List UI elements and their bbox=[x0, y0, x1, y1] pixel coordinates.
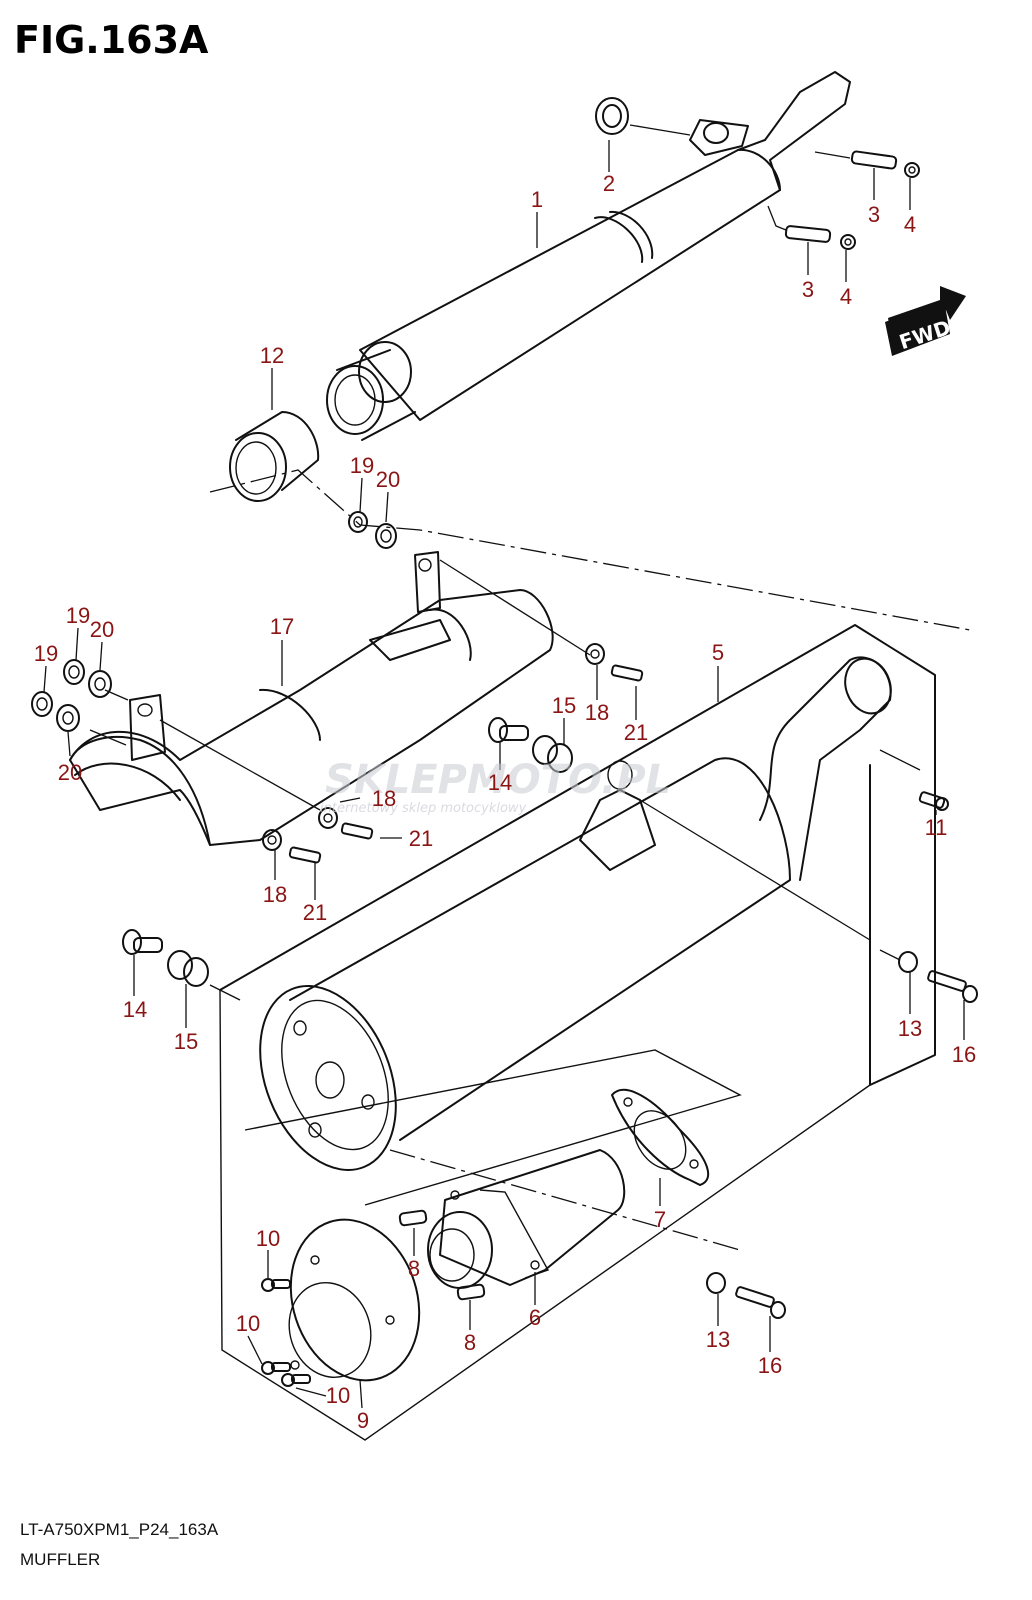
callout-21b: 21 bbox=[409, 826, 433, 851]
watermark: SKLEPMOTO.PL internetowy sklep motocyklo… bbox=[320, 757, 671, 816]
part-gasket-7 bbox=[611, 1089, 710, 1186]
part-heat-shield-17 bbox=[69, 551, 591, 846]
washer-13-bolt-16-upper bbox=[898, 951, 978, 1003]
bolt-11 bbox=[918, 791, 949, 811]
callout-5: 5 bbox=[712, 640, 724, 665]
figure-title: FIG.163A bbox=[14, 18, 209, 62]
part-studs-and-nuts bbox=[767, 150, 920, 250]
callout-2: 2 bbox=[603, 171, 615, 196]
callout-12: 12 bbox=[260, 343, 284, 368]
callout-18b: 18 bbox=[372, 786, 396, 811]
callout-15a: 15 bbox=[552, 693, 576, 718]
part-end-cap-9 bbox=[288, 1218, 421, 1382]
watermark-tagline: internetowy sklep motocyklowy bbox=[320, 801, 527, 816]
callout-21a: 21 bbox=[624, 720, 648, 745]
callout-15b: 15 bbox=[174, 1029, 198, 1054]
forward-direction-badge: FWD bbox=[885, 286, 966, 356]
callout-18c: 18 bbox=[263, 882, 287, 907]
callout-18a: 18 bbox=[585, 700, 609, 725]
callout-11: 11 bbox=[925, 815, 948, 840]
callout-14a: 14 bbox=[488, 770, 512, 795]
callout-8a: 8 bbox=[408, 1256, 420, 1281]
figure-code: LT-A750XPM1_P24_163A bbox=[20, 1520, 219, 1539]
grommets-14-15 bbox=[122, 717, 573, 987]
callout-6: 6 bbox=[529, 1305, 541, 1330]
figure-name: MUFFLER bbox=[20, 1550, 101, 1569]
part-sleeve-12 bbox=[229, 411, 320, 502]
callout-9: 9 bbox=[357, 1408, 369, 1433]
part-exhaust-pipe-1 bbox=[326, 71, 851, 441]
callout-20a: 20 bbox=[376, 467, 400, 492]
washers-and-bolts-18-21 bbox=[262, 643, 644, 864]
callout-4b: 4 bbox=[840, 284, 852, 309]
callout-16b: 16 bbox=[758, 1353, 782, 1378]
callout-10b: 10 bbox=[236, 1311, 260, 1336]
part-muffler-5 bbox=[259, 656, 921, 1171]
callout-14b: 14 bbox=[123, 997, 147, 1022]
screws-10 bbox=[261, 1278, 311, 1387]
callout-19a: 19 bbox=[350, 453, 374, 478]
callout-17: 17 bbox=[270, 614, 294, 639]
callout-3a: 3 bbox=[868, 202, 880, 227]
callout-8b: 8 bbox=[464, 1330, 476, 1355]
callout-13a: 13 bbox=[898, 1016, 922, 1041]
callout-10c: 10 bbox=[326, 1383, 350, 1408]
callout-16a: 16 bbox=[952, 1042, 976, 1067]
callout-numbers: 1 2 3 4 3 4 12 19 20 19 20 19 20 17 5 18… bbox=[34, 171, 976, 1433]
callout-19c: 19 bbox=[34, 641, 58, 666]
washers-upper bbox=[348, 511, 397, 549]
callout-19b: 19 bbox=[66, 603, 90, 628]
watermark-brand: SKLEPMOTO.PL bbox=[325, 757, 671, 803]
washer-13-bolt-16-lower bbox=[706, 1272, 786, 1319]
part-spark-arrestor-6 bbox=[427, 1149, 626, 1289]
callout-21c: 21 bbox=[303, 900, 327, 925]
callout-20b: 20 bbox=[90, 617, 114, 642]
callout-10a: 10 bbox=[256, 1226, 280, 1251]
callout-7: 7 bbox=[654, 1207, 666, 1232]
callout-13b: 13 bbox=[706, 1327, 730, 1352]
screws-8 bbox=[398, 1209, 486, 1301]
callout-20c: 20 bbox=[58, 760, 82, 785]
callout-1: 1 bbox=[531, 187, 543, 212]
callout-leaders bbox=[43, 140, 965, 1409]
callout-3b: 3 bbox=[802, 277, 814, 302]
washers-left bbox=[31, 659, 112, 732]
callout-4a: 4 bbox=[904, 212, 916, 237]
part-gasket-2 bbox=[595, 97, 629, 135]
